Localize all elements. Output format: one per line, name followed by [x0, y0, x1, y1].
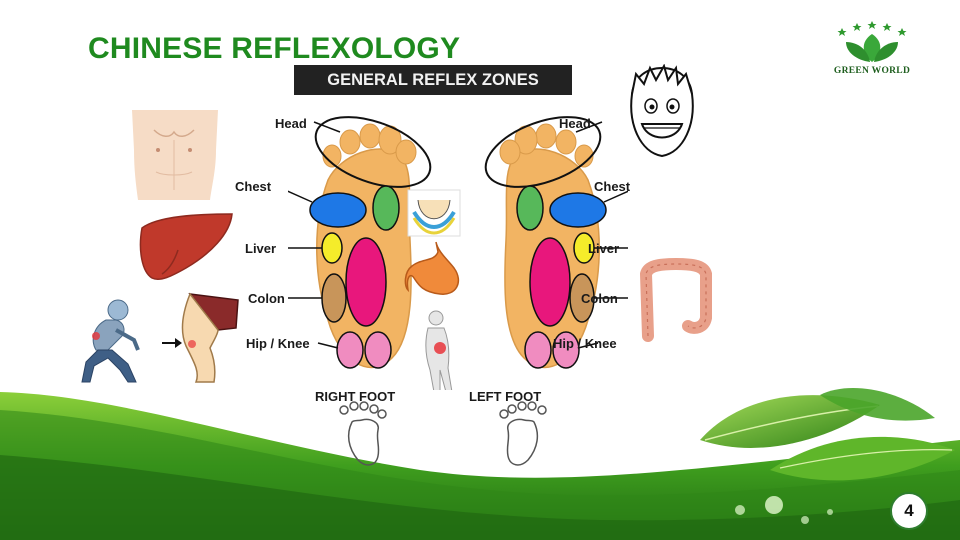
banner-text: GENERAL REFLEX ZONES	[327, 71, 539, 89]
left-foot-drawing	[484, 116, 628, 369]
left-foot-zone-colon: Colon	[581, 291, 618, 306]
brand-logo: GREEN WORLD	[816, 20, 928, 80]
right-foot-zone-liver: Liver	[245, 241, 277, 256]
footprint-icon	[499, 401, 547, 466]
right-foot-zone-chest: Chest	[235, 179, 272, 194]
bent-man-icon	[81, 299, 140, 383]
liver-icon	[139, 213, 233, 280]
right-foot-zone-head: Head	[275, 116, 307, 131]
right-foot-zone-colon: Colon	[248, 291, 285, 306]
knee-icon	[181, 292, 239, 383]
right-foot-label: RIGHT FOOT	[315, 389, 396, 404]
right-foot-drawing	[288, 116, 432, 369]
stomach-icon	[404, 241, 460, 295]
footprint-icon	[339, 401, 387, 466]
right-foot-zone-hip-knee: Hip / Knee	[246, 336, 310, 351]
left-foot-zone-hip-knee: Hip / Knee	[553, 336, 617, 351]
intestine-icon	[639, 257, 712, 342]
brand-name: GREEN WORLD	[833, 66, 911, 76]
page-number-badge: 4	[890, 492, 928, 530]
back-pain-icon	[425, 310, 453, 390]
feet-diagram	[288, 116, 628, 390]
slide-title: CHINESE REFLEXOLOGY	[88, 32, 461, 65]
left-foot-zone-chest: Chest	[594, 179, 631, 194]
torso-icon	[132, 110, 218, 200]
arrow-right-icon	[162, 338, 182, 348]
throat-icon	[407, 189, 461, 237]
lotus-icon	[837, 21, 907, 62]
left-foot-zone-head: Head	[559, 116, 591, 131]
face-icon	[630, 64, 694, 158]
left-foot-zone-liver: Liver	[588, 241, 620, 256]
diagram-banner: GENERAL REFLEX ZONES	[294, 65, 572, 95]
left-foot-label: LEFT FOOT	[469, 389, 542, 404]
